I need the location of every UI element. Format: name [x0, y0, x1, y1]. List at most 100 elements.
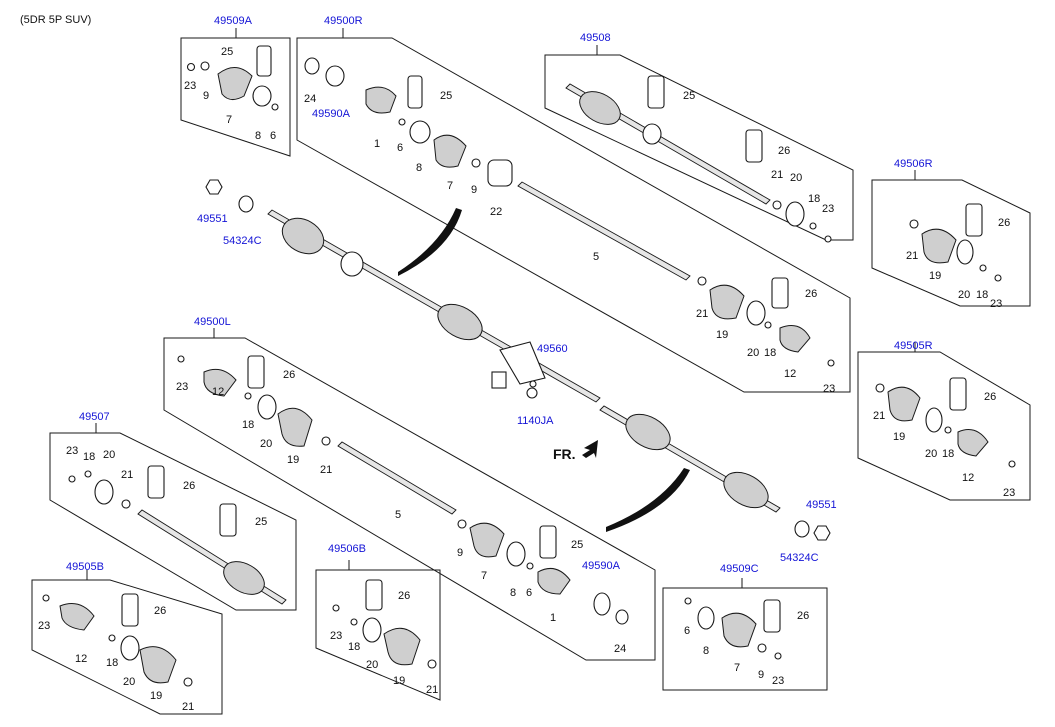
callout-20: 20: [366, 659, 379, 671]
front-direction-label: FR.: [553, 446, 576, 462]
callout-24: 24: [304, 93, 317, 105]
callout-9: 9: [471, 184, 478, 196]
callout-23: 23: [66, 445, 79, 457]
parts-49508: [565, 75, 832, 243]
parts-49506R: [909, 203, 1002, 282]
callout-6: 6: [684, 625, 691, 637]
callout-23: 23: [772, 675, 785, 687]
callout-21: 21: [873, 410, 886, 422]
callout-19: 19: [150, 690, 163, 702]
callout-18: 18: [942, 448, 955, 460]
callout-12: 12: [784, 368, 797, 380]
callout-5: 5: [395, 509, 402, 521]
callout-26: 26: [805, 288, 818, 300]
ref-link-bolt[interactable]: 1140JA: [517, 415, 554, 427]
callout-18: 18: [242, 419, 255, 431]
callout-20: 20: [925, 448, 938, 460]
callout-8: 8: [255, 130, 262, 142]
callout-23: 23: [823, 383, 836, 395]
callout-20: 20: [958, 289, 971, 301]
callout-12: 12: [75, 653, 88, 665]
callout-18: 18: [83, 451, 96, 463]
callout-25: 25: [440, 90, 453, 102]
callout-26: 26: [398, 590, 411, 602]
ref-link-washer-right[interactable]: 54324C: [780, 552, 819, 564]
callout-12: 12: [962, 472, 975, 484]
callout-8: 8: [510, 587, 517, 599]
callout-7: 7: [481, 570, 488, 582]
callout-6: 6: [397, 142, 404, 154]
assembly-link-49507[interactable]: 49507: [79, 411, 110, 423]
callout-20: 20: [103, 449, 116, 461]
callout-23: 23: [330, 630, 343, 642]
ref-link-nut-left[interactable]: 49551: [197, 213, 228, 225]
callout-9: 9: [457, 547, 464, 559]
assembly-link-49505R[interactable]: 49505R: [894, 340, 933, 352]
callout-18: 18: [348, 641, 361, 653]
callout-24: 24: [614, 643, 627, 655]
assembly-link-49506R[interactable]: 49506R: [894, 158, 933, 170]
main-shaft-assembly: [267, 208, 781, 532]
ref-link-bearing-bracket[interactable]: 49560: [537, 343, 568, 355]
standalone-hardware: [205, 179, 831, 541]
callout-9: 9: [203, 90, 210, 102]
callout-21: 21: [426, 684, 439, 696]
callout-23: 23: [822, 203, 835, 215]
callout-23: 23: [176, 381, 189, 393]
callout-21: 21: [320, 464, 333, 476]
callout-18: 18: [808, 193, 821, 205]
callout-18: 18: [976, 289, 989, 301]
assembly-link-49500L[interactable]: 49500L: [194, 316, 231, 328]
callout-1: 1: [374, 138, 381, 150]
callout-20: 20: [790, 172, 803, 184]
callout-19: 19: [929, 270, 942, 282]
parts-49506B: [332, 579, 437, 669]
callout-21: 21: [696, 308, 709, 320]
callout-6: 6: [526, 587, 533, 599]
callout-12: 12: [212, 386, 225, 398]
assembly-link-49506B[interactable]: 49506B: [328, 543, 366, 555]
callout-8: 8: [703, 645, 710, 657]
callout-19: 19: [393, 675, 406, 687]
assembly-leaders: [86, 28, 916, 588]
ref-link-dust-seal-left[interactable]: 49590A: [582, 560, 620, 572]
callout-26: 26: [984, 391, 997, 403]
panel-outlines: [31, 37, 1031, 715]
parts-49509A: [186, 45, 279, 111]
callout-9: 9: [758, 669, 765, 681]
ref-link-washer-left[interactable]: 54324C: [223, 235, 262, 247]
callout-25: 25: [221, 46, 234, 58]
callout-6: 6: [270, 130, 277, 142]
assembly-link-49509C[interactable]: 49509C: [720, 563, 759, 575]
callout-21: 21: [771, 169, 784, 181]
assembly-link-49500R[interactable]: 49500R: [324, 15, 363, 27]
callout-25: 25: [683, 90, 696, 102]
callout-21: 21: [121, 469, 134, 481]
callout-26: 26: [283, 369, 296, 381]
callout-26: 26: [797, 610, 810, 622]
callout-21: 21: [906, 250, 919, 262]
assembly-link-49509A[interactable]: 49509A: [214, 15, 252, 27]
callout-18: 18: [764, 347, 777, 359]
callout-25: 25: [571, 539, 584, 551]
ref-link-nut-right[interactable]: 49551: [806, 499, 837, 511]
parts-49509C: [684, 597, 782, 660]
callout-7: 7: [447, 180, 454, 192]
ref-link-dust-seal-right[interactable]: 49590A: [312, 108, 350, 120]
callout-19: 19: [287, 454, 300, 466]
callout-1: 1: [550, 612, 557, 624]
callout-23: 23: [184, 80, 197, 92]
callout-23: 23: [1003, 487, 1016, 499]
callout-8: 8: [416, 162, 423, 174]
callout-26: 26: [154, 605, 167, 617]
callout-26: 26: [998, 217, 1011, 229]
callout-21: 21: [182, 701, 195, 713]
callout-7: 7: [734, 662, 741, 674]
callout-25: 25: [255, 516, 268, 528]
assembly-link-49508[interactable]: 49508: [580, 32, 611, 44]
callout-5: 5: [593, 251, 600, 263]
parts-49500R: [304, 57, 835, 367]
assembly-link-49505B[interactable]: 49505B: [66, 561, 104, 573]
